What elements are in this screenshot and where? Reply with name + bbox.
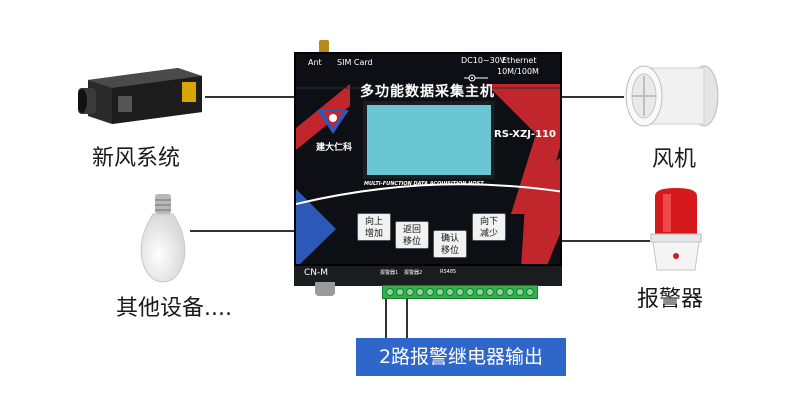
relay-wire-1 bbox=[385, 296, 387, 338]
antenna bbox=[319, 40, 329, 54]
alarm-label: 报警器 bbox=[637, 287, 704, 312]
terminal-label-alarm1: 报警器1 bbox=[380, 270, 399, 276]
power-symbol-icon bbox=[464, 67, 490, 82]
terminal-pin bbox=[506, 288, 514, 296]
brand-logo-icon bbox=[315, 108, 351, 136]
terminal-label-alarm2: 报警器2 bbox=[404, 270, 423, 276]
line-other bbox=[190, 230, 295, 232]
terminal-pin bbox=[526, 288, 534, 296]
down-decrease-button[interactable]: 向下 减少 bbox=[472, 213, 506, 241]
other-devices-label: 其他设备.... bbox=[116, 296, 232, 321]
terminal-pin bbox=[486, 288, 494, 296]
terminal-pin bbox=[466, 288, 474, 296]
terminal-block[interactable] bbox=[382, 285, 538, 299]
terminal-pin bbox=[446, 288, 454, 296]
fresh-air-unit-image bbox=[77, 60, 206, 130]
cn-m-connector[interactable] bbox=[315, 282, 335, 296]
fresh-air-label: 新风系统 bbox=[92, 146, 181, 171]
terminal-pin bbox=[426, 288, 434, 296]
ethernet-label: Ethernet bbox=[502, 56, 537, 65]
fan-label: 风机 bbox=[652, 147, 697, 172]
relay-wire-2 bbox=[406, 296, 408, 338]
sim-card-label: SIM Card bbox=[337, 58, 373, 67]
host-subtitle: MULTI-FUNCTION DATA ACQUISITION HOST bbox=[364, 181, 484, 187]
terminal-pin bbox=[496, 288, 504, 296]
ant-label: Ant bbox=[308, 58, 322, 67]
brand-name: 建大仁科 bbox=[316, 143, 353, 153]
terminal-pin bbox=[406, 288, 414, 296]
line-alarm bbox=[562, 240, 650, 242]
line-fresh-air bbox=[205, 96, 295, 98]
bulb-image bbox=[138, 192, 188, 284]
up-increase-button[interactable]: 向上 增加 bbox=[357, 213, 391, 241]
host-title: 多功能数据采集主机 bbox=[360, 84, 495, 100]
lcd-screen bbox=[363, 101, 495, 179]
relay-output-banner: 2路报警继电器输出 bbox=[356, 338, 566, 376]
terminal-pin bbox=[386, 288, 394, 296]
back-shift-button[interactable]: 返回 移位 bbox=[395, 221, 429, 249]
terminal-pin bbox=[416, 288, 424, 296]
terminal-pin bbox=[396, 288, 404, 296]
terminal-pin bbox=[516, 288, 524, 296]
port-label: CN-M bbox=[304, 268, 329, 278]
terminal-pin bbox=[456, 288, 464, 296]
alarm-light-image bbox=[645, 188, 707, 276]
fan-image bbox=[622, 52, 722, 140]
terminal-label-rs485: RS485 bbox=[440, 269, 457, 275]
ethernet-speed-label: 10M/100M bbox=[497, 67, 539, 76]
confirm-shift-button[interactable]: 确认 移位 bbox=[433, 230, 467, 258]
line-fan bbox=[562, 96, 624, 98]
model-label: RS-XZJ-110 bbox=[494, 129, 556, 140]
terminal-pin bbox=[436, 288, 444, 296]
power-label: DC10~30V bbox=[461, 56, 506, 65]
terminal-pin bbox=[476, 288, 484, 296]
host-bottom-panel bbox=[294, 266, 562, 286]
